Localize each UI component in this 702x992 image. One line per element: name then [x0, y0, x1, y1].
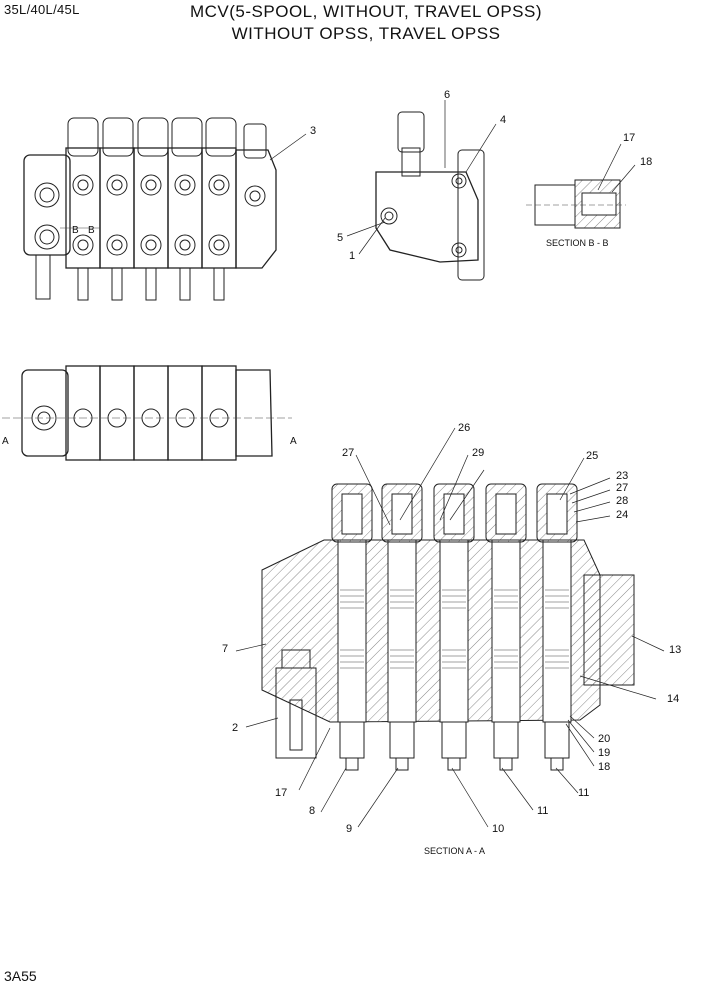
drawing-title: MCV(5-SPOOL, WITHOUT, TRAVEL OPSS) — [189, 2, 542, 21]
callout-20: 23 — [616, 470, 628, 482]
mcv-bottom-view: A A — [2, 365, 297, 461]
callout-27: 28 — [616, 495, 628, 507]
callout-14: 17 — [623, 132, 635, 144]
callout-18: 19 — [598, 747, 610, 759]
section-aa-view: SECTION A - A — [261, 483, 635, 856]
callout-11-left: 11 — [537, 805, 548, 817]
callout-numbers: 3 6 4 5 1 17 18 26 27 29 25 23 27 28 24 … — [222, 89, 681, 835]
callout-3: 3 — [310, 125, 316, 137]
callout-11-right: 11 — [578, 787, 589, 799]
callout-12: 13 — [669, 644, 681, 656]
section-aa-label: SECTION A - A — [424, 846, 485, 856]
section-bb-view: SECTION B - B — [526, 179, 626, 248]
callout-23: 25 — [586, 450, 598, 462]
model-label: 35L/40L/45L — [4, 2, 80, 17]
callout-1: 1 — [349, 250, 355, 262]
callout-28: 29 — [472, 447, 484, 459]
page-reference: 3A55 — [4, 968, 37, 984]
callout-26: 27 — [342, 447, 354, 459]
drawing-subtitle: WITHOUT OPSS, TRAVEL OPSS — [231, 24, 501, 43]
cut-b-right: B — [88, 225, 95, 236]
callout-17: 18 — [598, 761, 610, 773]
callout-5: 5 — [337, 232, 343, 244]
mcv-front-view: B B — [23, 117, 277, 301]
callout-25: 27 — [616, 482, 628, 494]
cut-a-left: A — [2, 436, 9, 447]
callout-13: 14 — [667, 693, 679, 705]
callout-2: 2 — [232, 722, 238, 734]
callout-6: 6 — [444, 89, 450, 101]
section-bb-label: SECTION B - B — [546, 238, 609, 248]
callout-4: 4 — [500, 114, 506, 126]
callout-9: 9 — [346, 823, 352, 835]
callout-10: 10 — [492, 823, 504, 835]
mcv-side-view — [375, 111, 485, 281]
callout-21: 24 — [616, 509, 628, 521]
cut-a-right: A — [290, 436, 297, 447]
callout-15: 18 — [640, 156, 652, 168]
callout-19: 20 — [598, 733, 610, 745]
cut-b-left: B — [72, 225, 79, 236]
leader-lines — [235, 100, 665, 828]
callout-24: 26 — [458, 422, 470, 434]
callout-16: 17 — [275, 787, 287, 799]
callout-8: 8 — [309, 805, 315, 817]
callout-7: 7 — [222, 643, 228, 655]
